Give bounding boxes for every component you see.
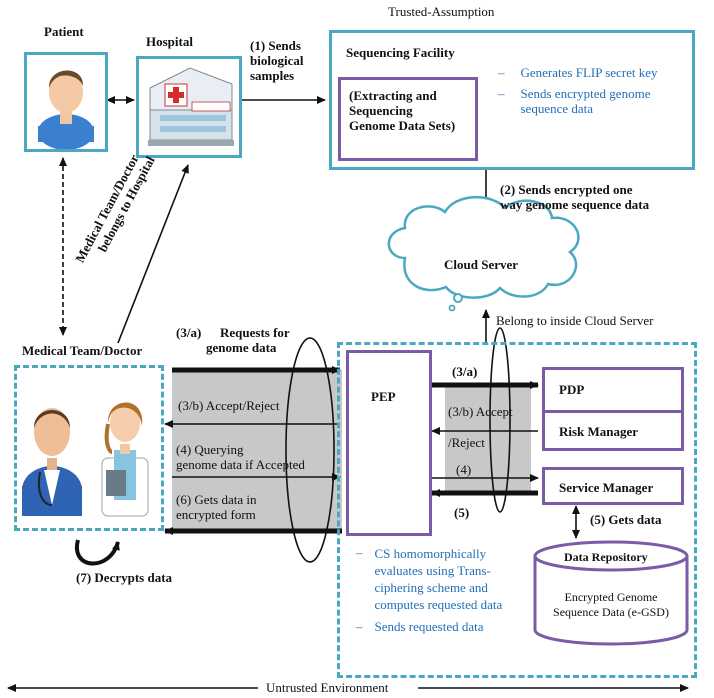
bullet-line: ciphering scheme and (374, 580, 488, 595)
pdp-accept-label: (3/b) Accept /Reject (448, 404, 513, 450)
trusted-assumption-label: Trusted-Assumption (388, 4, 495, 19)
belong-cloud-label: Belong to inside Cloud Server (496, 313, 654, 328)
cloud-bubble-small (448, 304, 456, 312)
gets-encrypted-label: (6) Gets data in encrypted form (176, 492, 257, 522)
bullet-dash: – (498, 86, 505, 101)
left-channel-loop (285, 337, 335, 563)
bullet-text: Generates FLIP secret key (520, 65, 658, 80)
pep-service-label: (4) (456, 462, 472, 477)
patient-label: Patient (44, 24, 84, 39)
hospital-label: Hospital (146, 34, 193, 49)
pep-box: PEP (346, 350, 432, 536)
bullet-line: CS homomorphically (374, 546, 487, 561)
bullet-dash: – (356, 619, 363, 634)
querying-line: genome data if Accepted (176, 457, 305, 472)
cs-bullet: – Sends requested data (356, 619, 502, 634)
pdp-label: PDP (559, 382, 585, 397)
bullet-line: sequence data (520, 101, 594, 116)
right-accept-line: /Reject (448, 435, 485, 450)
hospital-icon (148, 67, 234, 146)
bullet-text: Sends encrypted genome sequence data (521, 86, 651, 116)
step1-line: samples (250, 68, 295, 83)
patient-box (24, 52, 108, 152)
service-manager-label: Service Manager (559, 480, 654, 495)
querying-label: (4) Querying genome data if Accepted (176, 442, 305, 472)
step1-line: (1) Sends (250, 38, 301, 53)
sequencing-bullets: – Generates FLIP secret key – Sends encr… (498, 65, 658, 116)
bullet-text: CS homomorphically evaluates using Trans… (375, 545, 503, 613)
service-manager-box: Service Manager (542, 467, 684, 505)
data-repository-top (533, 540, 689, 572)
left-channel-bg (172, 370, 342, 532)
doctor-hospital-arrow (117, 164, 189, 344)
data-repository-title: Data Repository (564, 550, 648, 564)
repo-line: Encrypted Genome (564, 590, 658, 604)
pdp-divider (545, 410, 681, 413)
medical-team-box (14, 365, 164, 531)
patient-icon (38, 70, 94, 150)
cs-bullets: – CS homomorphically evaluates using Tra… (356, 545, 502, 634)
bullet-dash: – (356, 545, 363, 560)
gets-line: encrypted form (176, 507, 256, 522)
bullet-line: Sends encrypted genome (520, 86, 651, 101)
cs-bullet: – CS homomorphically evaluates using Tra… (356, 545, 502, 613)
hospital-box (136, 56, 242, 158)
requests-num: (3/a) (176, 325, 202, 340)
medical-team-label: Medical Team/Doctor (22, 343, 143, 358)
untrusted-environment-label: Untrusted Environment (266, 680, 389, 695)
requests-line: genome data (206, 340, 277, 355)
extracting-box: (Extracting and Sequencing Genome Data S… (338, 77, 478, 161)
accept-reject-label: (3/b) Accept/Reject (178, 398, 280, 413)
decrypts-label: (7) Decrypts data (76, 570, 173, 585)
requests-line: Requests for (220, 325, 290, 340)
requests-label: Requests for genome data (206, 325, 290, 355)
right-channel-loop (489, 327, 511, 513)
step1-label: (1) Sends biological samples (250, 38, 303, 83)
bullet-line: computes requested data (374, 597, 503, 612)
sequencing-bullet: – Sends encrypted genome sequence data (498, 86, 658, 116)
bullet-text: Sends requested data (374, 619, 484, 634)
right-channel-bg (445, 385, 531, 495)
doctors-icon (22, 402, 149, 517)
service-pep-label: (5) (454, 505, 470, 520)
sequencing-facility-box: Sequencing Facility (Extracting and Sequ… (329, 30, 695, 170)
extracting-line: Sequencing (349, 103, 413, 118)
repo-line: Sequence Data (e-GSD) (553, 605, 669, 619)
data-repository-cylinder (533, 556, 689, 646)
extracting-text: (Extracting and Sequencing Genome Data S… (341, 80, 475, 133)
pdp-risk-box: PDP Risk Manager (542, 367, 684, 451)
bullet-dash: – (498, 65, 505, 80)
step2-line: (2) Sends encrypted one (500, 182, 633, 197)
bullet-line: evaluates using Trans- (374, 563, 491, 578)
pep-pdp-label: (3/a) (452, 364, 478, 379)
extracting-line: Genome Data Sets) (349, 118, 456, 133)
cloud-server-region (337, 342, 697, 678)
risk-manager-label: Risk Manager (559, 424, 639, 439)
right-accept-line: (3/b) Accept (448, 404, 513, 419)
data-repository-body: Encrypted Genome Sequence Data (e-GSD) (548, 590, 674, 620)
extracting-line: (Extracting and (349, 88, 437, 103)
decrypt-loop-arrow (74, 539, 120, 566)
step1-line: biological (250, 53, 304, 68)
step2-label: (2) Sends encrypted one way genome seque… (500, 182, 649, 212)
cloud-bubble (453, 293, 463, 303)
querying-line: (4) Querying (176, 442, 244, 457)
sequencing-bullet: – Generates FLIP secret key (498, 65, 658, 80)
pep-label: PEP (371, 389, 396, 404)
cloud-server-label: Cloud Server (444, 257, 519, 272)
cloud-server-shape (387, 195, 580, 299)
step2-line: way genome sequence data (500, 197, 650, 212)
sequencing-title: Sequencing Facility (346, 45, 455, 60)
gets-line: (6) Gets data in (176, 492, 257, 507)
gets-data-label: (5) Gets data (590, 512, 662, 527)
